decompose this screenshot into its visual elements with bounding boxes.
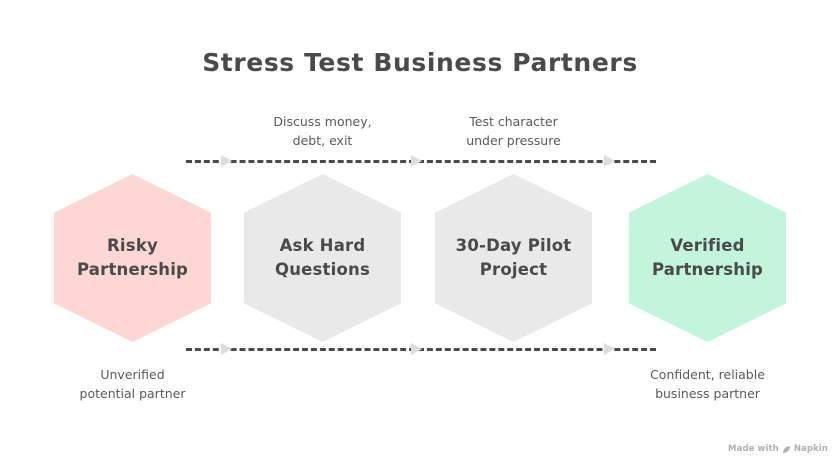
caption-above-30-day-pilot-project: Test character under pressure bbox=[466, 114, 561, 148]
arrow-marker-icon bbox=[411, 343, 422, 355]
napkin-watermark[interactable]: Made with Napkin bbox=[728, 444, 828, 454]
hexagon-node-ask-hard-questions[interactable]: Ask Hard Questions bbox=[244, 174, 401, 342]
watermark-prefix-label: Made with bbox=[728, 444, 779, 454]
watermark-brand-label: Napkin bbox=[793, 444, 828, 454]
hexagon-node-30-day-pilot-project[interactable]: 30-Day Pilot Project bbox=[435, 174, 592, 342]
caption-below-verified-partnership: Confident, reliable business partner bbox=[650, 367, 765, 401]
arrow-marker-icon bbox=[411, 155, 422, 167]
caption-above-ask-hard-questions: Discuss money, debt, exit bbox=[273, 114, 372, 148]
hexagon-node-verified-partnership[interactable]: Verified Partnership bbox=[629, 174, 786, 342]
hexagon-label: Ask Hard Questions bbox=[274, 236, 371, 279]
hexagon-label: Risky Partnership bbox=[76, 236, 189, 279]
connector-line-top bbox=[186, 155, 656, 167]
page-title: Stress Test Business Partners bbox=[202, 48, 638, 77]
arrow-marker-icon bbox=[604, 155, 615, 167]
arrow-marker-icon bbox=[604, 343, 615, 355]
hexagon-label: 30-Day Pilot Project bbox=[455, 236, 572, 279]
napkin-leaf-icon bbox=[782, 445, 791, 454]
arrow-marker-icon bbox=[221, 155, 232, 167]
hexagon-label: Verified Partnership bbox=[651, 236, 764, 279]
arrow-marker-icon bbox=[221, 343, 232, 355]
caption-below-risky-partnership: Unverified potential partner bbox=[79, 367, 186, 401]
connector-line-bottom bbox=[186, 343, 656, 355]
hexagon-node-risky-partnership[interactable]: Risky Partnership bbox=[54, 174, 211, 342]
